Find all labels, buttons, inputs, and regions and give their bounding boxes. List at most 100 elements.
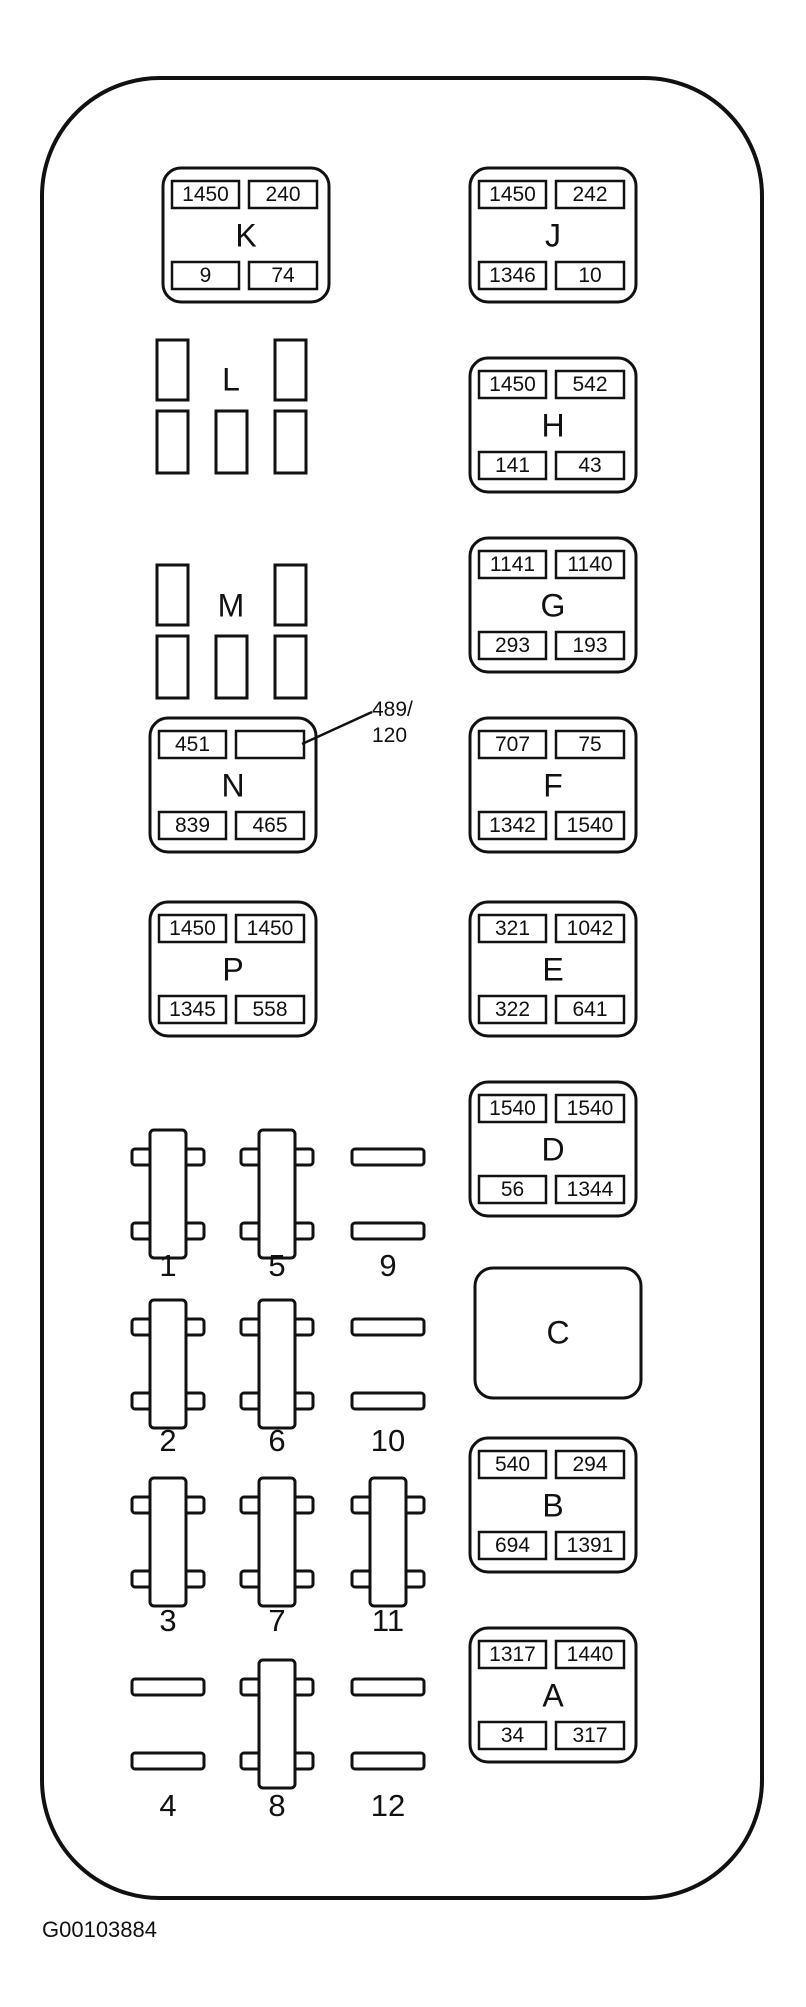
relay-j-terminal-3: [477, 260, 548, 291]
relay-m: M: [155, 563, 308, 700]
relay-k-terminal-2-label: 240: [265, 183, 300, 206]
fuse-2: 2: [130, 1298, 206, 1458]
relay-m-socket-2: [273, 563, 308, 627]
relay-g-label: G: [541, 587, 566, 623]
fuse-2-body: [148, 1298, 188, 1430]
fuse-10-slot-top: [350, 1317, 426, 1337]
relay-b-terminal-3-label: 694: [495, 1534, 530, 1557]
fuse-4-label: 4: [159, 1788, 176, 1823]
relay-k-terminal-3: [170, 260, 241, 291]
relay-m-socket-1: [155, 563, 190, 627]
relay-f-terminal-2: [554, 729, 626, 760]
relay-f-terminal-2-label: 75: [578, 733, 601, 756]
relay-a-terminal-2: [554, 1639, 626, 1670]
relay-b-terminal-1: [477, 1449, 548, 1480]
fuse-4-slot-bottom: [130, 1751, 206, 1771]
relay-c-label: C: [546, 1314, 569, 1350]
relay-n-label: N: [221, 767, 244, 803]
relay-d-terminal-4: [554, 1174, 626, 1205]
relay-m-socket-4: [214, 634, 249, 700]
relay-j-terminal-3-label: 1346: [489, 264, 536, 287]
relay-g-terminal-3-label: 293: [495, 634, 530, 657]
relay-h-terminal-3-label: 141: [495, 454, 530, 477]
fuse-6-label: 6: [268, 1423, 285, 1458]
relay-f-terminal-4-label: 1540: [567, 814, 614, 837]
relay-b-terminal-2-label: 294: [572, 1453, 607, 1476]
blank-relay-layer: L M C: [155, 338, 643, 1400]
relay-b-terminal-2: [554, 1449, 626, 1480]
n-callout-leader: [301, 710, 373, 746]
relay-j-terminal-2-label: 242: [572, 183, 607, 206]
relay-m-label: M: [218, 587, 245, 623]
relay-e-terminal-1: [477, 913, 548, 944]
relay-d-terminal-2: [554, 1093, 626, 1124]
fuse-7: 7: [239, 1476, 315, 1638]
relay-a-terminal-4-label: 317: [572, 1724, 607, 1747]
relay-k-label: K: [235, 217, 256, 253]
relay-g-terminal-2: [554, 549, 626, 580]
fuse-8: 8: [239, 1658, 315, 1823]
fuse-3-label: 3: [159, 1603, 176, 1638]
fuse-12-slot-top: [350, 1677, 426, 1697]
relay-d-terminal-3: [477, 1174, 548, 1205]
relay-b-terminal-1-label: 540: [495, 1453, 530, 1476]
fuse-11-label: 11: [372, 1603, 404, 1638]
relay-n-terminal-2: [234, 729, 306, 760]
relay-g-terminal-1-label: 1141: [490, 553, 535, 576]
relay-n-terminal-1-label: 451: [175, 733, 210, 756]
relay-k-terminal-2: [247, 179, 319, 210]
relay-d-terminal-4-label: 1344: [567, 1178, 614, 1201]
relay-c-outline: [473, 1266, 643, 1400]
relay-n-terminal-1: [157, 729, 228, 760]
relay-f-terminal-4: [554, 810, 626, 841]
relay-b-label: B: [542, 1487, 563, 1523]
fuse-7-body: [257, 1476, 297, 1608]
figure-id: G00103884: [42, 1917, 157, 1942]
relay-p-terminal-2: [234, 913, 306, 944]
relay-h-terminal-2: [554, 369, 626, 400]
relay-j-terminal-2: [554, 179, 626, 210]
fuse-9-label: 9: [379, 1248, 396, 1283]
fuse-12: 12: [350, 1677, 426, 1823]
relay-p-terminal-4: [234, 994, 306, 1025]
relay-h-terminal-1-label: 1450: [489, 373, 536, 396]
relay-d-terminal-1: [477, 1093, 548, 1124]
fuse-5: 5: [239, 1128, 315, 1283]
fuse-4: 4: [130, 1677, 206, 1823]
relay-e-terminal-4-label: 641: [572, 998, 607, 1021]
relay-a-label: A: [542, 1677, 564, 1713]
relay-d-terminal-1-label: 1540: [489, 1097, 536, 1120]
relay-n-terminal-3: [157, 810, 228, 841]
relay-l-label: L: [222, 361, 240, 397]
relay-j-terminal-4-label: 10: [578, 264, 601, 287]
relay-d-terminal-3-label: 56: [501, 1178, 524, 1201]
relay-l-socket-4: [214, 409, 249, 475]
relay-h-label: H: [541, 407, 564, 443]
fuse-2-label: 2: [159, 1423, 176, 1458]
relay-g-terminal-4-label: 193: [572, 634, 607, 657]
fuse-6-body: [257, 1298, 297, 1430]
relay-f-terminal-1: [477, 729, 548, 760]
relay-k-terminal-1: [170, 179, 241, 210]
relay-h-terminal-3: [477, 450, 548, 481]
relay-e-label: E: [542, 951, 563, 987]
relay-c: C: [473, 1266, 643, 1400]
fuse-9-slot-top: [350, 1147, 426, 1167]
relay-k-terminal-4-label: 74: [271, 264, 295, 287]
relay-g-terminal-4: [554, 630, 626, 661]
relay-a-terminal-3: [477, 1720, 548, 1751]
relay-j-terminal-4: [554, 260, 626, 291]
fuse-10-slot-bottom: [350, 1391, 426, 1411]
fuse-9-slot-bottom: [350, 1221, 426, 1241]
